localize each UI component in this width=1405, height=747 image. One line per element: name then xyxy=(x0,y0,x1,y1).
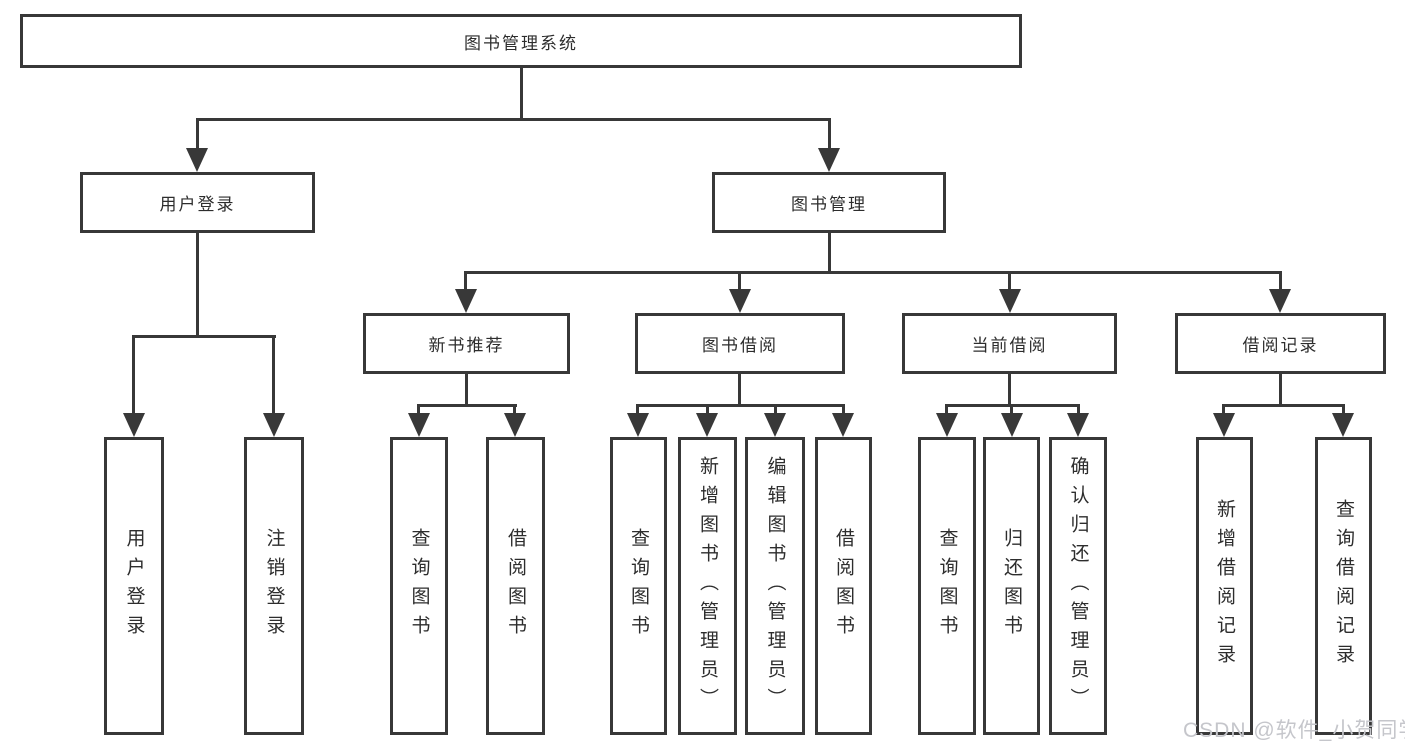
connector-drop xyxy=(1077,404,1080,416)
connector-drop xyxy=(1222,404,1225,416)
connector-drop xyxy=(417,404,420,416)
connector-stem xyxy=(465,372,468,407)
arrowhead-down xyxy=(1067,413,1089,437)
arrowhead-down xyxy=(696,413,718,437)
connector-drop xyxy=(1342,404,1345,416)
arrowhead-down xyxy=(1332,413,1354,437)
leaf-query-books-recommend: 查询图书 xyxy=(390,437,448,735)
connector-hline xyxy=(417,404,517,407)
leaf-edit-book-admin: 编辑图书（管理员） xyxy=(745,437,805,735)
node-user-login: 用户登录 xyxy=(80,172,315,233)
leaf-logout: 注销登录 xyxy=(244,437,304,735)
connector-stem xyxy=(1279,372,1282,407)
connector-drop xyxy=(196,118,199,151)
leaf-query-books-borrow: 查询图书 xyxy=(610,437,667,735)
arrowhead-down xyxy=(1213,413,1235,437)
connector-drop xyxy=(272,335,275,416)
connector-drop xyxy=(706,404,709,416)
connector-hline xyxy=(636,404,845,407)
arrowhead-down xyxy=(263,413,285,437)
connector-drop xyxy=(636,404,639,416)
arrowhead-down xyxy=(1269,289,1291,313)
node-new-book-recommendation: 新书推荐 xyxy=(363,313,570,374)
connector-drop xyxy=(1279,271,1282,292)
connector-stem xyxy=(1008,372,1011,407)
leaf-query-books-current: 查询图书 xyxy=(918,437,976,735)
arrowhead-down xyxy=(186,148,208,172)
connector-drop xyxy=(1010,404,1013,416)
node-book-borrowing: 图书借阅 xyxy=(635,313,845,374)
node-current-borrowing: 当前借阅 xyxy=(902,313,1117,374)
arrowhead-down xyxy=(627,413,649,437)
arrowhead-down xyxy=(504,413,526,437)
arrowhead-down xyxy=(818,148,840,172)
arrowhead-down xyxy=(999,289,1021,313)
connector-drop xyxy=(132,335,135,416)
leaf-add-book-admin: 新增图书（管理员） xyxy=(678,437,737,735)
arrowhead-down xyxy=(764,413,786,437)
leaf-add-borrow-record: 新增借阅记录 xyxy=(1196,437,1253,735)
connector-hline xyxy=(1222,404,1345,407)
arrowhead-down xyxy=(455,289,477,313)
connector-root-stem xyxy=(520,66,523,120)
arrowhead-down xyxy=(832,413,854,437)
node-book-management: 图书管理 xyxy=(712,172,946,233)
connector-drop xyxy=(464,271,467,292)
node-borrowing-records: 借阅记录 xyxy=(1175,313,1386,374)
connector-stem xyxy=(738,372,741,407)
connector-drop xyxy=(513,404,516,416)
arrowhead-down xyxy=(1001,413,1023,437)
leaf-user-login: 用户登录 xyxy=(104,437,164,735)
connector-user-login-hline xyxy=(132,335,276,338)
connector-user-login-stem xyxy=(196,231,199,338)
arrowhead-down xyxy=(936,413,958,437)
leaf-borrow-books-recommend: 借阅图书 xyxy=(486,437,545,735)
leaf-borrow-books: 借阅图书 xyxy=(815,437,872,735)
connector-drop xyxy=(842,404,845,416)
connector-l2-hline xyxy=(464,271,1282,274)
arrowhead-down xyxy=(408,413,430,437)
connector-drop xyxy=(774,404,777,416)
arrowhead-down xyxy=(123,413,145,437)
connector-drop xyxy=(828,118,831,151)
leaf-query-borrow-record: 查询借阅记录 xyxy=(1315,437,1372,735)
arrowhead-down xyxy=(729,289,751,313)
leaf-return-book: 归还图书 xyxy=(983,437,1040,735)
connector-book-mgmt-stem xyxy=(828,231,831,274)
leaf-confirm-return-admin: 确认归还（管理员） xyxy=(1049,437,1107,735)
connector-l1-hline xyxy=(196,118,831,121)
connector-drop xyxy=(945,404,948,416)
connector-drop xyxy=(1008,271,1011,292)
node-root-library-system: 图书管理系统 xyxy=(20,14,1022,68)
connector-drop xyxy=(738,271,741,292)
